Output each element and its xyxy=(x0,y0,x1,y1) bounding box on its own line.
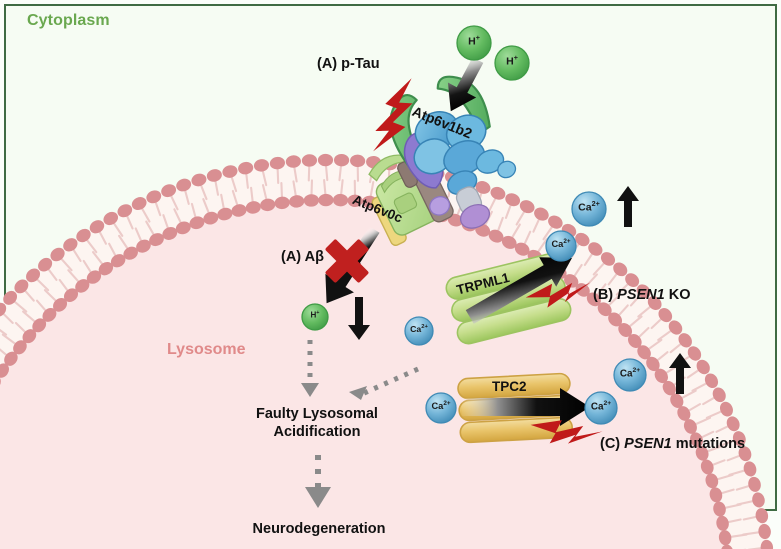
calcium-lumen-lower xyxy=(425,392,457,424)
psen1-mutations-label: (C) PSEN1 mutations xyxy=(600,436,745,452)
calcium-cytoplasm-tpc2-far xyxy=(613,358,647,392)
psen1-mutations-lightning-icon xyxy=(530,420,603,444)
tpc2-calcium-efflux-arrow xyxy=(462,388,590,426)
abeta-label: (A) Aβ xyxy=(281,249,324,265)
faulty-acidification-label: Faulty Lysosomal Acidification xyxy=(247,405,387,441)
abeta-block-cross-icon xyxy=(325,239,369,283)
psen1-ko-prefix: (B) xyxy=(593,287,618,303)
proton-cytoplasm-1 xyxy=(456,25,492,61)
ion-layer xyxy=(301,25,647,425)
psen1-mutations-gene: PSEN1 xyxy=(624,436,672,452)
dotted-arrow-faulty-to-neurodegeneration xyxy=(305,455,331,508)
calcium-cytoplasm-trpml1-far xyxy=(571,191,607,227)
calcium-increase-indicator-arrow-trpml1 xyxy=(617,186,639,227)
psen1-ko-suffix: KO xyxy=(664,287,691,303)
psen1-ko-gene: PSEN1 xyxy=(617,287,665,303)
calcium-lumen-upper xyxy=(404,316,434,346)
dotted-arrow-calcium-to-faulty xyxy=(349,366,420,400)
psen1-ko-lightning-icon xyxy=(525,282,591,308)
calcium-cytoplasm-trpml1-near xyxy=(545,230,577,262)
p-tau-lightning-icon xyxy=(373,78,413,152)
proton-lumen-1 xyxy=(301,303,329,331)
calcium-increase-indicator-arrow-tpc2 xyxy=(669,353,691,394)
calcium-cytoplasm-tpc2-near xyxy=(584,391,618,425)
psen1-mutations-prefix: (C) xyxy=(600,436,625,452)
atp6v1b2-protein xyxy=(389,75,517,229)
dotted-arrow-proton-to-faulty xyxy=(301,340,319,397)
neurodegeneration-label: Neurodegeneration xyxy=(252,521,386,537)
faulty-acidification-line1: Faulty Lysosomal xyxy=(256,406,378,422)
psen1-ko-label: (B) PSEN1 KO xyxy=(593,287,691,303)
proton-decrease-indicator-arrow xyxy=(348,297,370,340)
trpml1-calcium-efflux-arrow xyxy=(465,257,572,324)
cytoplasm-label: Cytoplasm xyxy=(27,12,110,29)
proton-cytoplasm-2 xyxy=(494,45,530,81)
faulty-acidification-line2: Acidification xyxy=(273,424,361,441)
p-tau-label: (A) p-Tau xyxy=(317,56,380,72)
proton-influx-arrow xyxy=(447,57,484,112)
lysosome-label: Lysosome xyxy=(167,341,246,358)
psen1-mutations-suffix: mutations xyxy=(671,436,746,452)
